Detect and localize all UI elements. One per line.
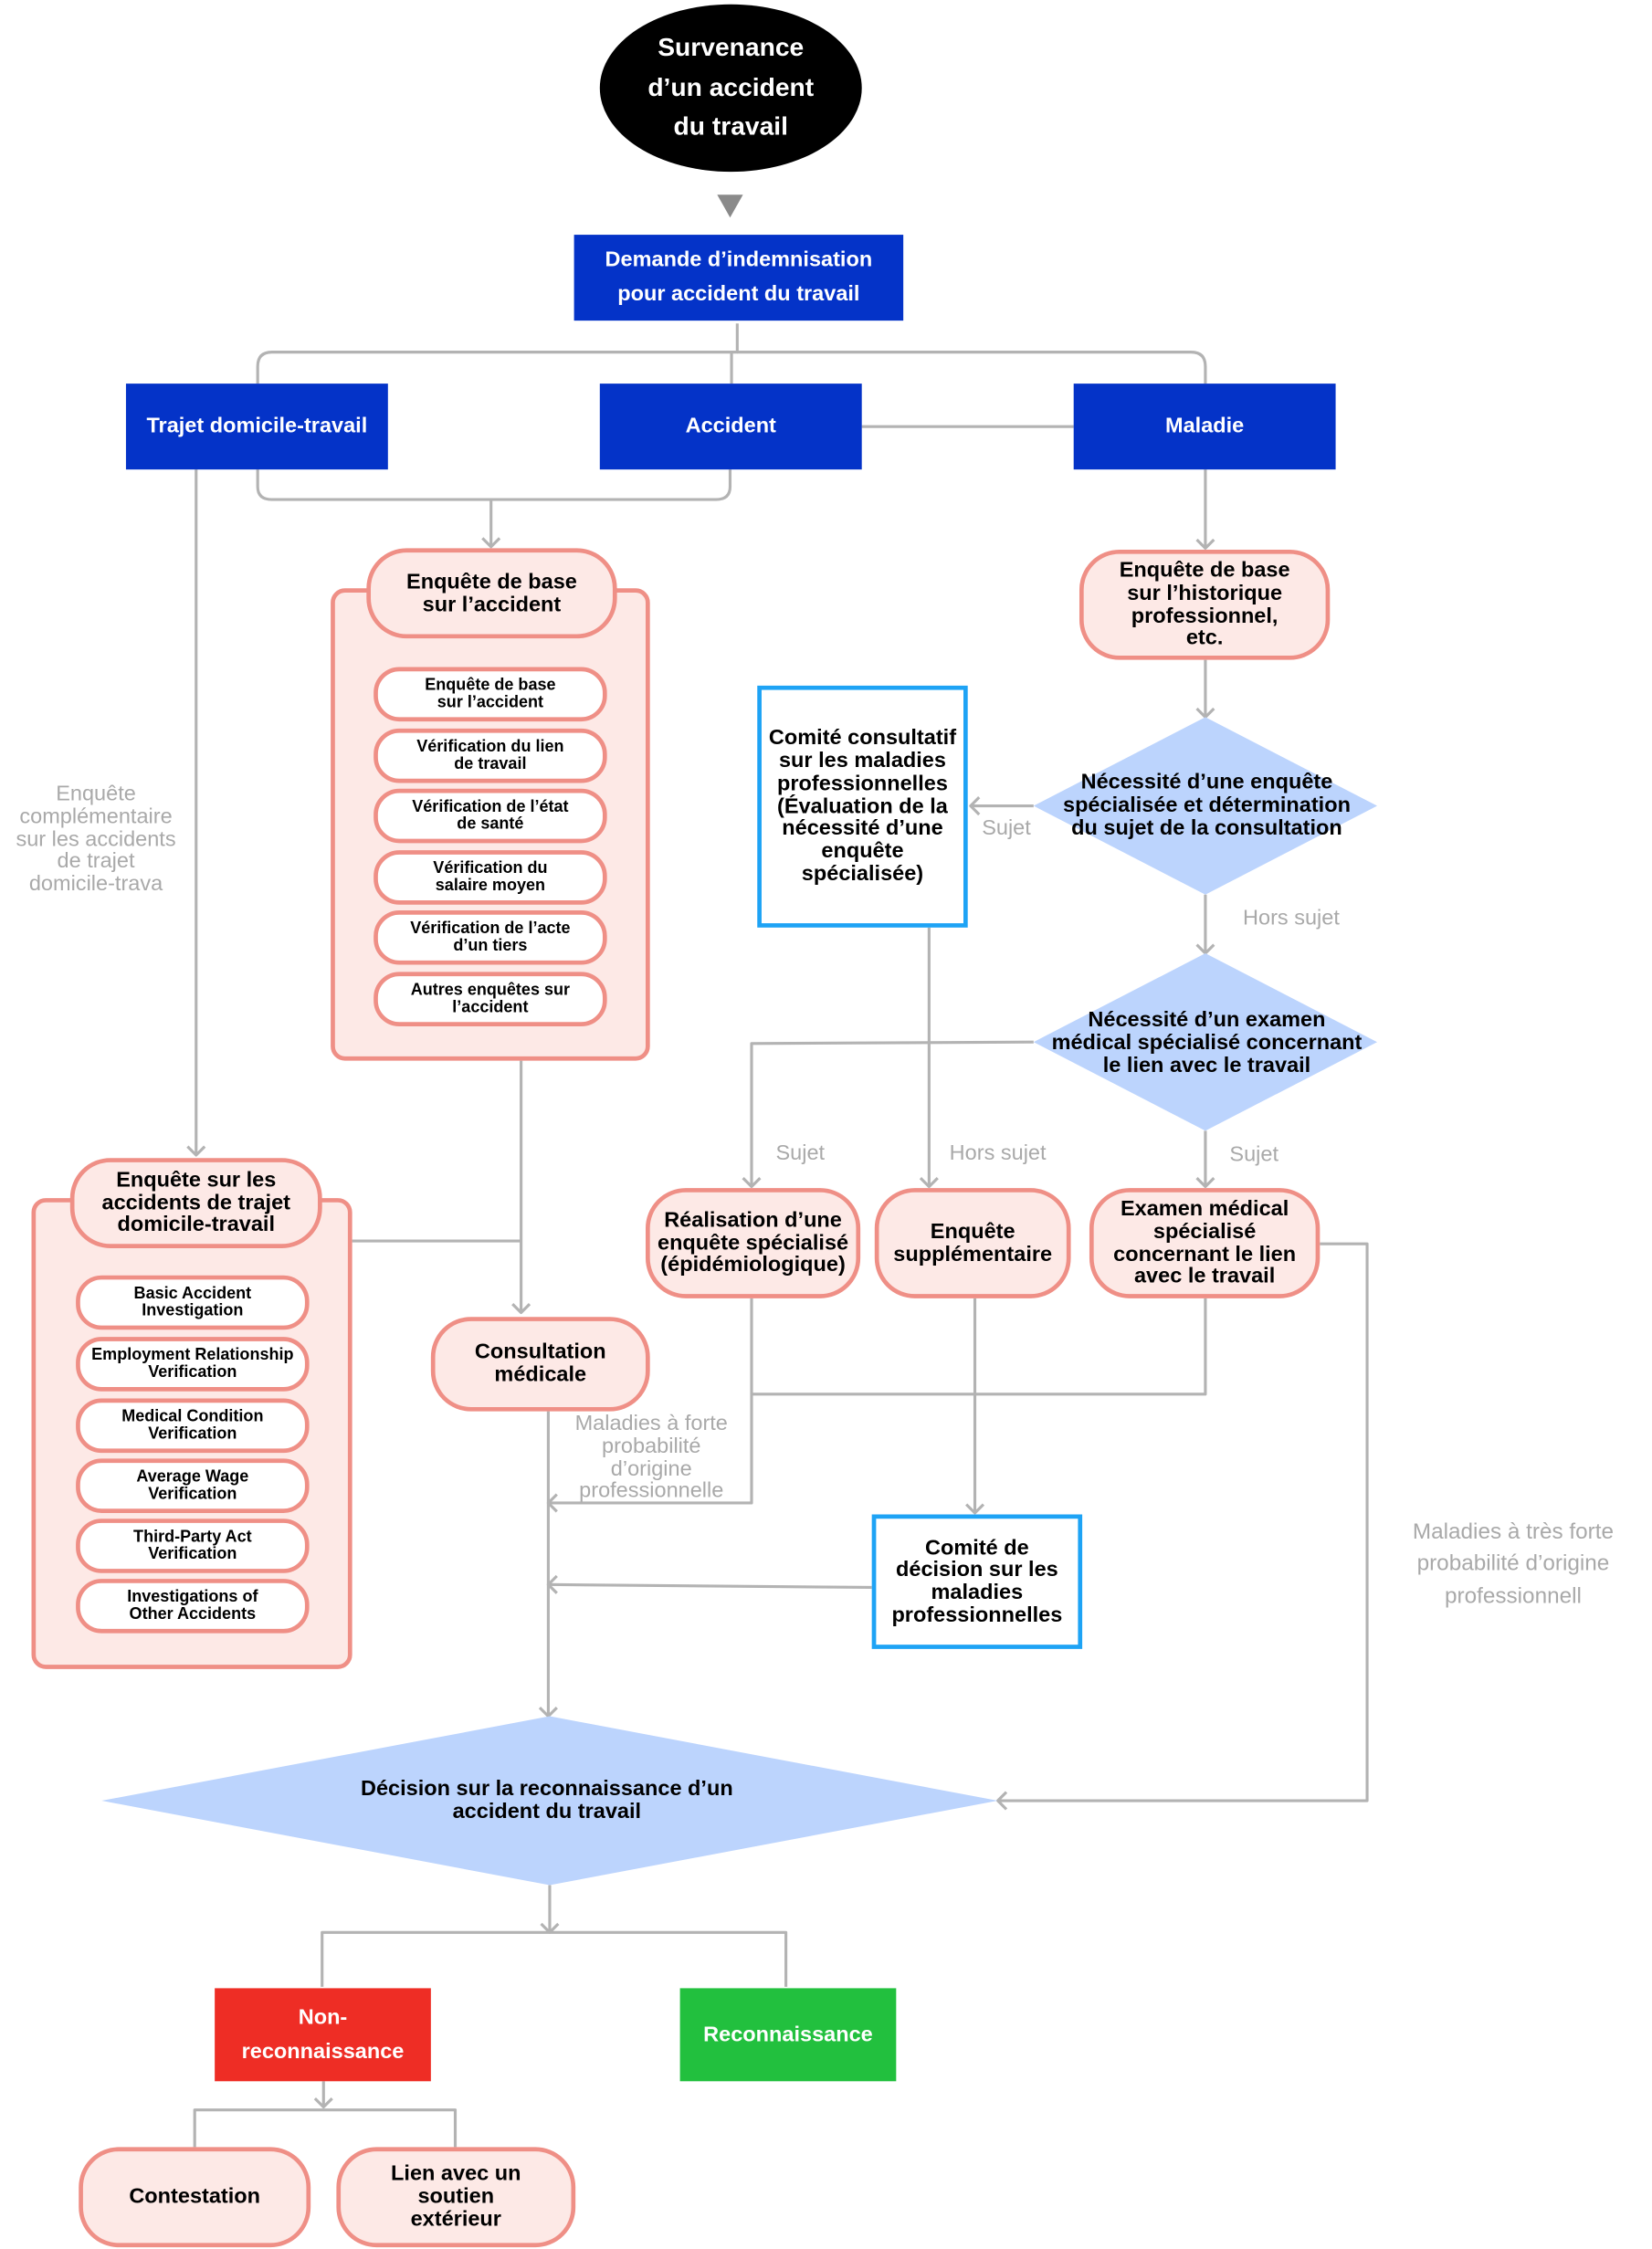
- commute-subitem: Medical Condition Verification: [76, 1398, 310, 1454]
- decision-diamond-shape: [101, 1716, 998, 1886]
- arrow-head: [1195, 707, 1215, 719]
- accident-subitem: Enquête de base sur l’accident: [374, 667, 607, 722]
- arrow-head: [481, 537, 501, 549]
- arrow-head: [1195, 1177, 1215, 1189]
- external-support-link: Lien avec un soutien extérieur: [336, 2147, 576, 2248]
- arrow-head: [742, 1177, 762, 1189]
- arrow-head: [1195, 943, 1215, 955]
- epidemiological-investigation: Réalisation d’une enquête spécialisé (ép…: [645, 1188, 861, 1298]
- commute-subitem: Basic Accident Investigation: [76, 1275, 310, 1330]
- high-probability-label: Maladies à forte probabilité d’origine p…: [574, 1411, 728, 1504]
- arrow-head: [186, 1145, 206, 1157]
- advisory-committee-box: Comité consultatif sur les maladies prof…: [757, 685, 968, 928]
- connector-line: [750, 1298, 1207, 1396]
- commute-extra-label: Enquête complémentaire sur les accidents…: [16, 781, 176, 897]
- accident-subitem: Vérification de l’acte d’un tiers: [374, 909, 607, 965]
- arrow-head: [965, 1503, 985, 1515]
- contestation: Contestation: [79, 2147, 311, 2248]
- connector-line: [193, 2108, 458, 2148]
- edge-label-subject: Sujet: [1229, 1141, 1279, 1167]
- commute-subitem: Third-Party Act Verification: [76, 1519, 310, 1573]
- recognition-box: Reconnaissance: [679, 1988, 897, 2082]
- commute-subitem: Average Wage Verification: [76, 1458, 310, 1513]
- connector-line: [548, 1393, 753, 1505]
- medical-exam-decision: Nécessité d’un examen médical spécialisé…: [1051, 1008, 1363, 1078]
- accident-box: Accident: [599, 384, 862, 470]
- connector-line: [321, 1930, 788, 1987]
- arrow-head: [313, 2097, 333, 2109]
- connector-line: [737, 351, 1207, 384]
- commute-investigation: Enquête sur les accidents de trajet domi…: [69, 1158, 322, 1248]
- decision-diamond-shape: [1033, 717, 1378, 895]
- accident-subitem: Vérification du lien de travail: [374, 728, 607, 783]
- commute-subitem: Investigations of Other Accidents: [76, 1579, 310, 1634]
- edge-label-off-subject: Hors sujet: [1243, 906, 1340, 930]
- start-event: Survenance d’un accident du travail: [599, 4, 862, 173]
- down-arrow-icon: [717, 194, 743, 218]
- edge-label-subject: Sujet: [982, 815, 1031, 841]
- connector-line: [256, 323, 739, 384]
- non-recognition-box: Non- reconnaissance: [215, 1988, 431, 2082]
- decision-diamond-shape: [1033, 953, 1378, 1131]
- edge-label-subject: Sujet: [775, 1140, 826, 1166]
- decision-committee-box: Comité de décision sur les maladies prof…: [871, 1514, 1083, 1649]
- connector-line: [548, 1582, 872, 1590]
- accident-subitem: Vérification de l’état de santé: [374, 788, 607, 844]
- accident-subitem: Autres enquêtes sur l’accident: [374, 972, 607, 1026]
- connector-line: [256, 469, 732, 501]
- arrow-head: [969, 796, 981, 816]
- commute-box: Trajet domicile-travail: [125, 384, 388, 470]
- accident-subitem: Vérification du salaire moyen: [374, 850, 607, 905]
- recognition-decision: Décision sur la reconnaissance d’un acci…: [360, 1776, 733, 1824]
- commute-subitem: Employment Relationship Verification: [76, 1337, 310, 1392]
- disease-box: Maladie: [1073, 384, 1336, 470]
- accident-basic-investigation: Enquête de base sur l’accident: [366, 548, 617, 639]
- specialized-medical-exam: Examen médical spécialisé concernant le …: [1089, 1188, 1321, 1298]
- connector-line: [997, 1242, 1369, 1802]
- connector-line: [750, 1040, 1034, 1187]
- very-high-probability-label: Maladies à très forte probabilité d’orig…: [1412, 1519, 1615, 1609]
- edge-label-off-subject: Hors sujet: [949, 1140, 1047, 1166]
- medical-consultation: Consultation médicale: [430, 1317, 650, 1412]
- arrow-head: [919, 1177, 939, 1189]
- arrow-head: [1195, 538, 1215, 550]
- arrow-head: [538, 1707, 558, 1718]
- arrow-head: [511, 1302, 531, 1315]
- disease-basic-investigation: Enquête de base sur l’historique profess…: [1079, 549, 1331, 660]
- specialized-investigation-decision: Nécessité d’une enquête spécialisée et d…: [1062, 770, 1351, 840]
- supplementary-investigation: Enquête supplémentaire: [874, 1188, 1071, 1298]
- claim-box: Demande d’indemnisation pour accident du…: [573, 235, 904, 321]
